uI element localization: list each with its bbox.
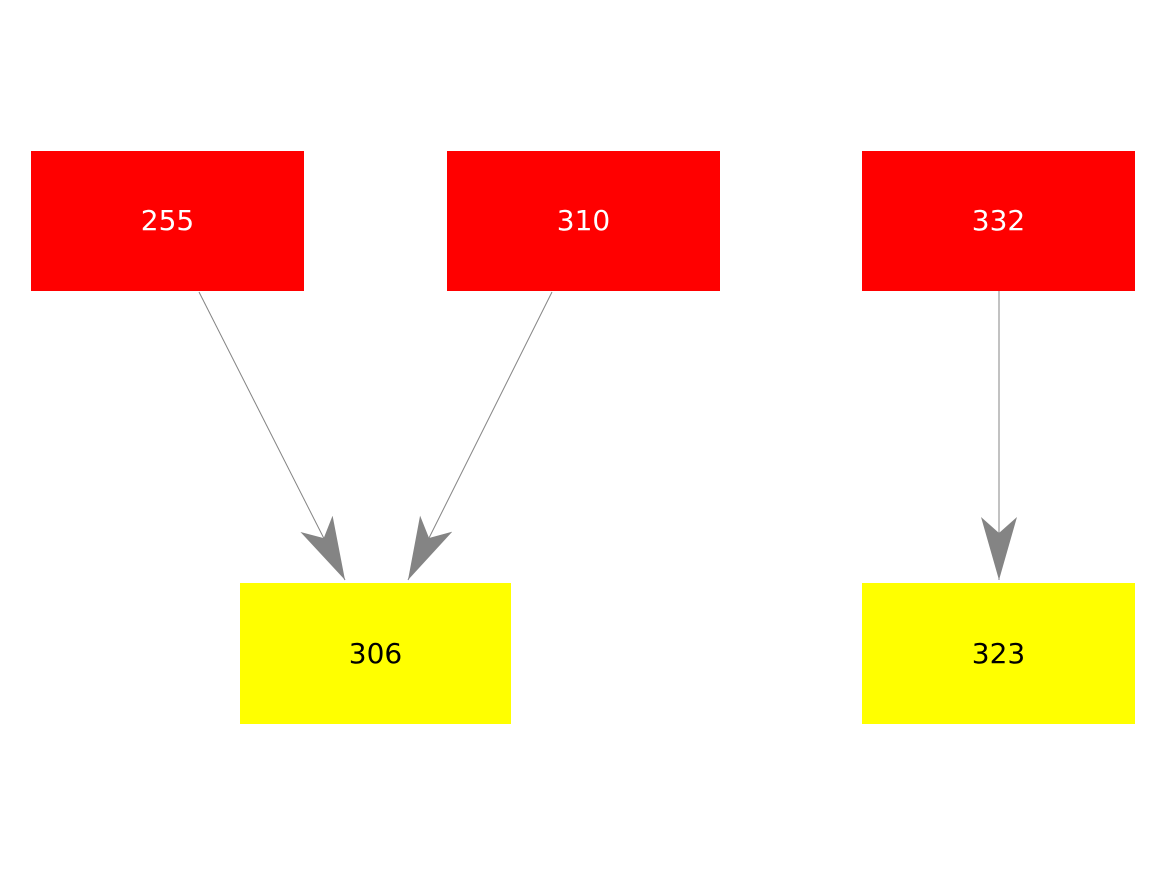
node-310-label: 310 [556, 204, 611, 237]
node-323-label: 323 [971, 636, 1026, 670]
edge-255-to-306 [198, 291, 346, 581]
edge-310-to-306 [407, 291, 553, 581]
node-255: 255 [31, 151, 304, 291]
node-332-label: 332 [971, 204, 1026, 237]
node-306: 306 [240, 583, 511, 724]
node-332: 332 [862, 151, 1135, 291]
node-310: 310 [447, 151, 720, 291]
node-323: 323 [862, 583, 1135, 724]
node-306-label: 306 [348, 636, 403, 670]
node-255-label: 255 [140, 204, 195, 237]
